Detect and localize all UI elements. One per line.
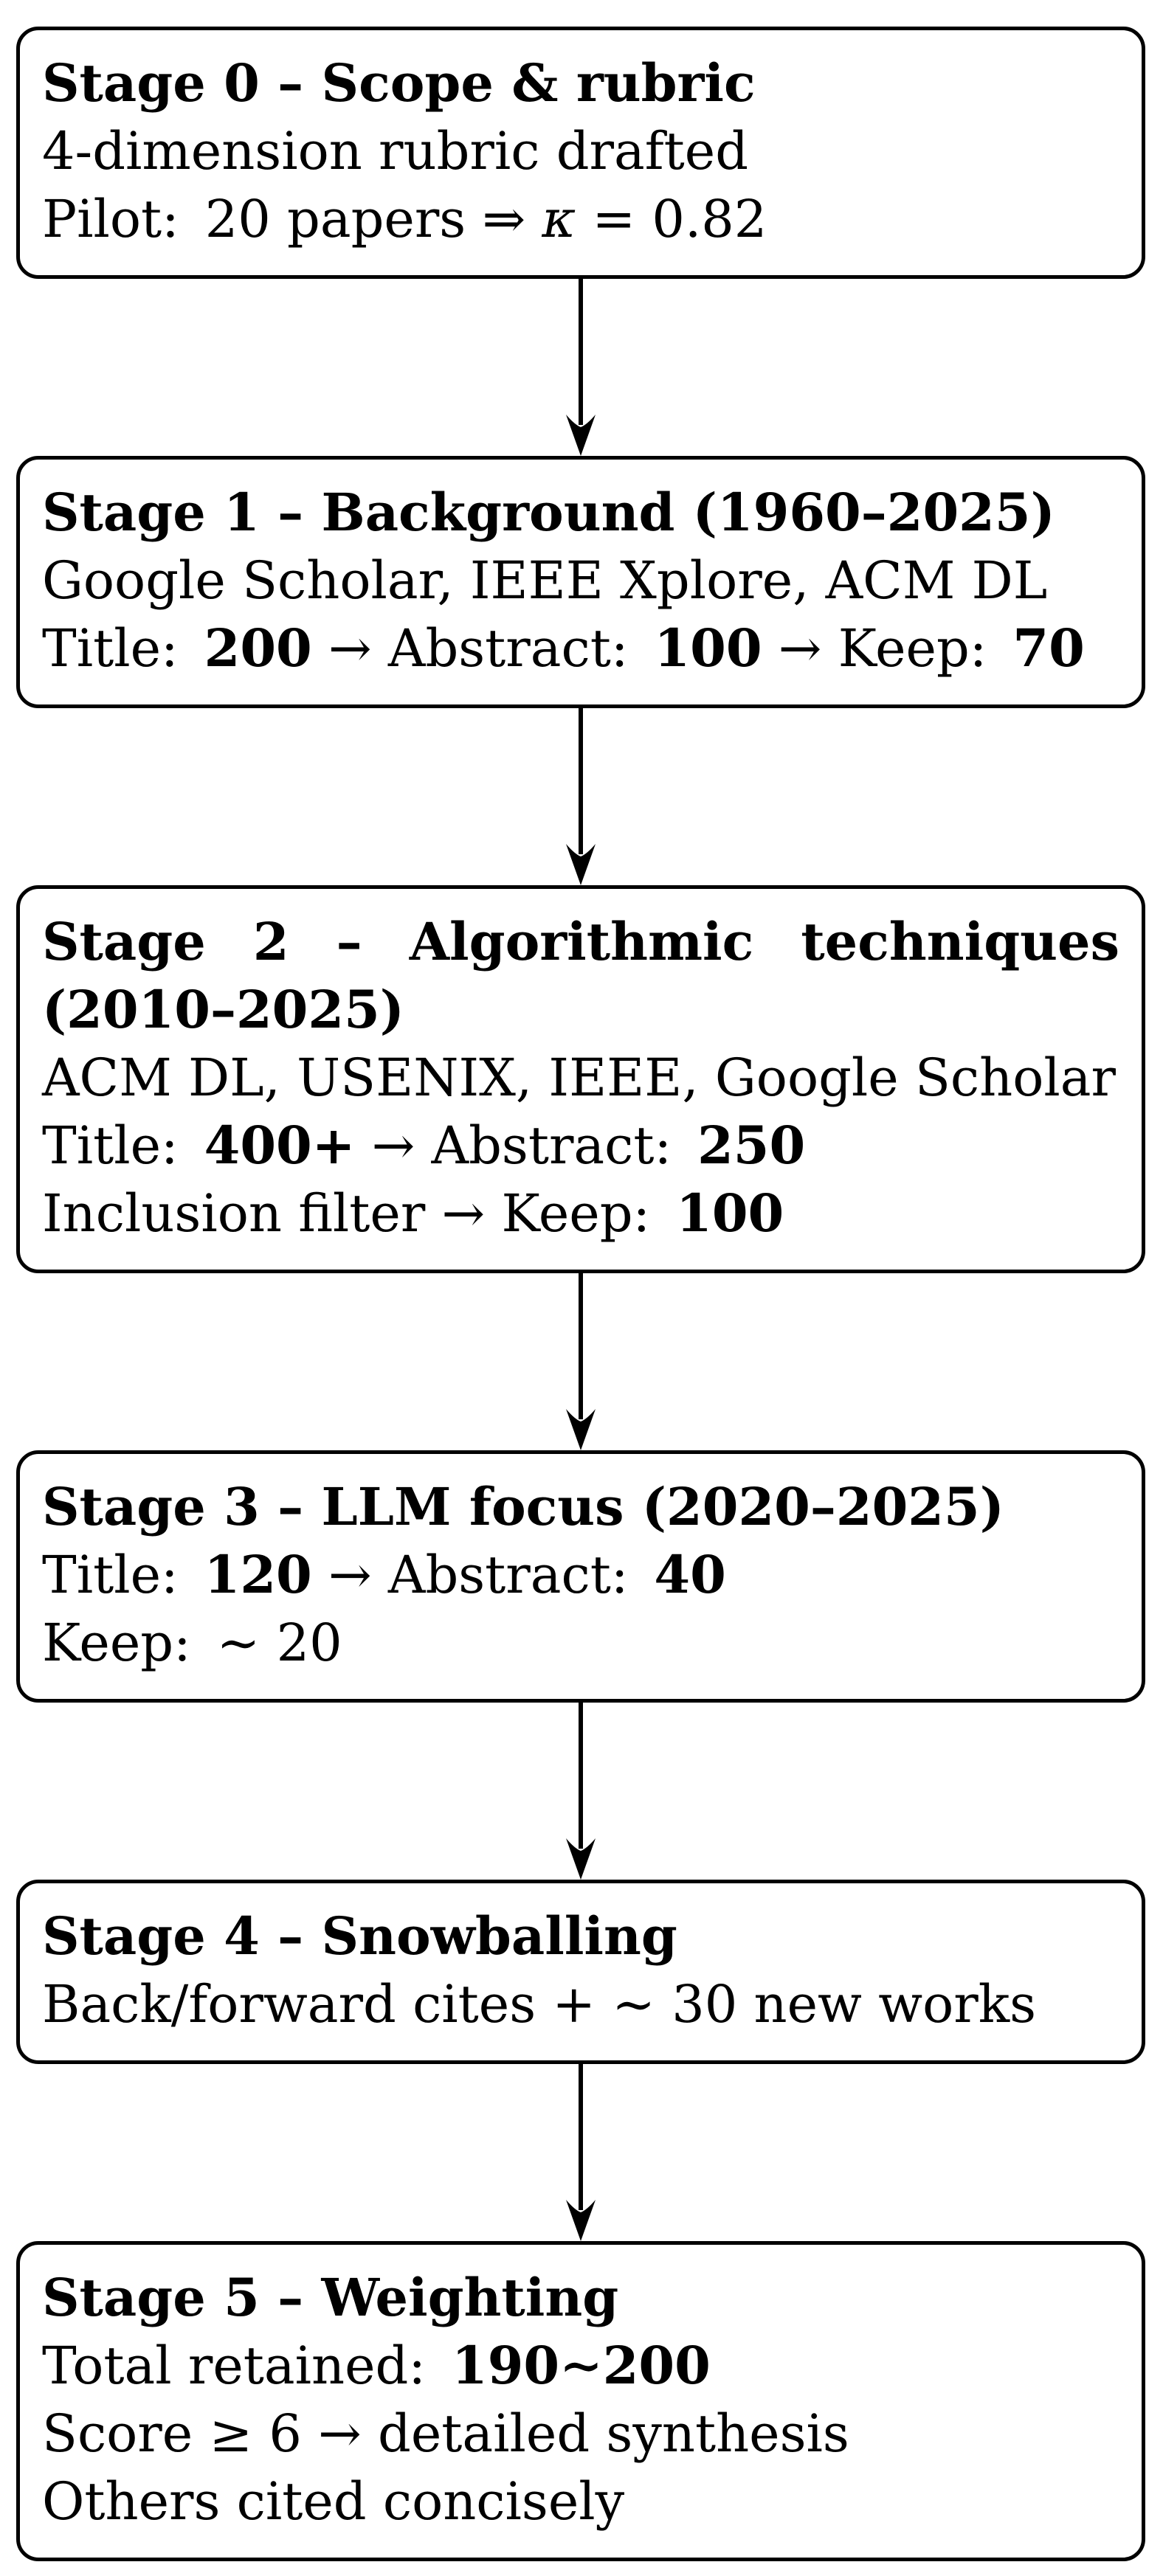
stage-5-line-2: Score ≥ 6 → detailed synthesis [42,2400,1119,2468]
text-run: Total retained: [42,2336,452,2396]
stage-2-line-2: ACM DL, USENIX, IEEE, Google Scholar [42,1044,1119,1112]
down-arrow-icon [563,279,598,456]
text-run: Stage 4 – Snowballing [42,1905,677,1967]
text-run: 250 [697,1115,806,1176]
stage-0-line-1: 4-dimension rubric drafted [42,117,1119,185]
down-arrow-icon [563,708,598,885]
text-run: κ [542,189,576,249]
stage-2-line-3: Title: 400+ → Abstract: 250 [42,1112,1119,1180]
text-run: 70 [1012,617,1085,679]
stage-3-title: Stage 3 – LLM focus (2020–2025) [42,1473,1119,1541]
text-run: Stage 0 – Scope & rubric [42,52,756,114]
text-run: Score ≥ 6 → detailed synthesis [42,2403,849,2464]
text-run: Stage 3 – LLM focus (2020–2025) [42,1476,1004,1537]
text-run: 4-dimension rubric drafted [42,121,748,181]
text-run: (2010–2025) [42,979,404,1040]
stage-4-title: Stage 4 – Snowballing [42,1902,1119,1970]
text-run: 100 [654,617,762,679]
text-run: Keep: ∼ 20 [42,1613,342,1673]
text-run: 400+ [204,1115,356,1176]
text-run: Title: [42,1545,204,1605]
down-arrow-icon [563,1273,598,1450]
text-run: Inclusion filter → Keep: [42,1183,677,1244]
text-run: Title: [42,1115,204,1176]
text-run: ACM DL, USENIX, IEEE, Google Scholar [42,1048,1116,1108]
text-run: 200 [204,617,312,679]
stage-5-line-1: Total retained: 190∼200 [42,2332,1119,2400]
stage-3-line-1: Title: 120 → Abstract: 40 [42,1541,1119,1609]
stage-3-box: Stage 3 – LLM focus (2020–2025)Title: 12… [16,1450,1145,1703]
text-run: → Abstract: [311,618,655,679]
stage-2-line-4: Inclusion filter → Keep: 100 [42,1180,1119,1247]
stage-0-line-2: Pilot: 20 papers ⇒ κ = 0.82 [42,185,1119,253]
text-run: 40 [654,1544,726,1605]
stage-5-title: Stage 5 – Weighting [42,2264,1119,2332]
text-run: Title: [42,618,204,679]
stage-1-line-1: Google Scholar, IEEE Xplore, ACM DL [42,547,1119,614]
stage-4-line-1: Back/forward cites + ∼ 30 new works [42,1970,1119,2038]
stage-1-title: Stage 1 – Background (1960–2025) [42,479,1119,547]
text-run: 100 [676,1183,784,1244]
stage-3-line-2: Keep: ∼ 20 [42,1609,1119,1677]
stage-2-title: Stage 2 – Algorithmic techniques [42,908,1119,976]
stage-0-title: Stage 0 – Scope & rubric [42,49,1119,117]
text-run: Stage 2 – Algorithmic techniques [42,911,1119,972]
stage-0-box: Stage 0 – Scope & rubric 4-dimension rubr… [16,27,1145,279]
text-run: Pilot: 20 papers ⇒ [42,189,542,249]
text-run: → Abstract: [311,1545,655,1605]
stage-1-line-2: Title: 200 → Abstract: 100 → Keep: 70 [42,614,1119,682]
stage-5-line-3: Others cited concisely [42,2468,1119,2535]
down-arrow-icon [563,2064,598,2241]
text-run: 190∼200 [451,2335,711,2396]
text-run: Back/forward cites + ∼ 30 new works [42,1974,1037,2035]
down-arrow-icon [563,1703,598,1880]
text-run: Google Scholar, IEEE Xplore, ACM DL [42,550,1048,611]
stage-2-box: Stage 2 – Algorithmic techniques (2010–20… [16,885,1145,1273]
text-run: → Keep: [762,618,1013,679]
stage-2-line-1: (2010–2025) [42,976,1119,1044]
text-run: 120 [204,1544,312,1605]
text-run: Others cited concisely [42,2471,625,2532]
text-run: → Abstract: [355,1115,698,1176]
text-run: Stage 1 – Background (1960–2025) [42,482,1055,543]
stage-1-box: Stage 1 – Background (1960–2025) Google S… [16,456,1145,708]
text-run: Stage 5 – Weighting [42,2267,619,2328]
text-run: = 0.82 [576,189,767,249]
